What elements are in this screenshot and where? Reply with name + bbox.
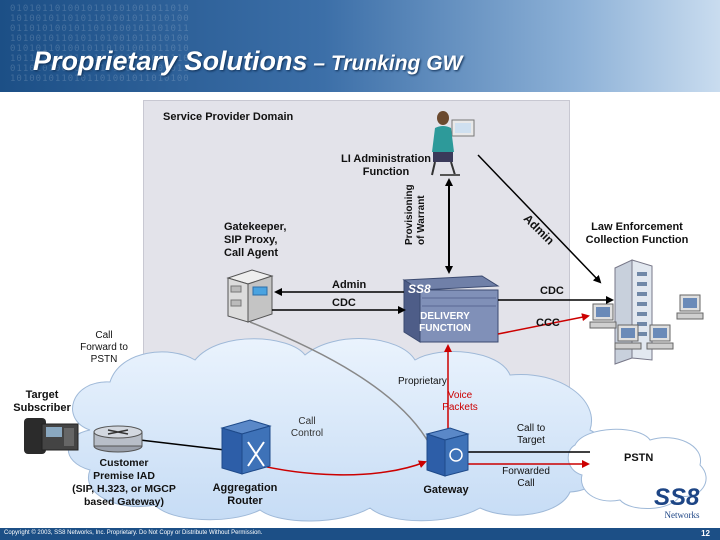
copyright-text: Copyright © 2003, SS8 Networks, Inc. Pro…: [4, 530, 263, 536]
cdc-left-label: CDC: [332, 297, 356, 309]
title-sub: – Trunking GW: [307, 52, 463, 75]
gateway-label: Gateway: [423, 484, 469, 496]
voice-packets-label: Voice Packets: [442, 390, 478, 413]
target-subscriber-label: Target Subscriber: [13, 389, 71, 414]
workstation-icon: [589, 303, 617, 329]
delivery-function-label: DELIVERY FUNCTION: [419, 311, 471, 334]
ss8-networks-logo: SS8 Networks: [654, 484, 700, 521]
customer-iad-label: Customer Premise IAD (SIP, H.323, or MGC…: [72, 457, 176, 508]
provisioning-of-warrant-label: Provisioning of Warrant: [404, 184, 427, 245]
pstn-cloud: [567, 428, 707, 510]
law-enforcement-label: Law Enforcement Collection Function: [585, 221, 689, 246]
service-provider-domain-label: Service Provider Domain: [163, 111, 294, 123]
iad-to-router-line: [139, 439, 226, 451]
customer-iad-icon: [93, 425, 143, 453]
cdc-right-label: CDC: [540, 285, 564, 297]
proprietary-label: Proprietary: [398, 376, 447, 387]
aggregation-router-icon: [220, 419, 272, 475]
admin-diagonal-arrow: [477, 154, 602, 284]
title-banner: 0101011010010110101001011010 10100101101…: [0, 0, 720, 92]
call-to-target-label: Call to Target: [516, 423, 546, 446]
gatekeeper-server-icon: [226, 269, 274, 323]
footer-bar: [0, 528, 720, 540]
ccc-arrow: [497, 313, 590, 335]
workstation-icon: [646, 324, 674, 350]
page-number: 12: [701, 529, 710, 538]
call-control-curve: [249, 321, 431, 446]
gatekeeper-label: Gatekeeper, SIP Proxy, Call Agent: [224, 221, 287, 259]
call-control-label: Call Control: [290, 416, 324, 439]
ip-phone-icon: [24, 418, 79, 454]
aggregation-router-label: Aggregation Router: [212, 482, 278, 507]
pstn-label: PSTN: [624, 452, 654, 464]
operator-person-icon: [431, 111, 475, 176]
ccc-label: CCC: [536, 317, 560, 329]
ss8-small-logo: SS8: [408, 282, 431, 296]
workstation-icon: [614, 324, 642, 350]
admin-horizontal-label: Admin: [332, 279, 367, 291]
gateway-icon: [425, 427, 470, 477]
forwarded-call-label: Forwarded Call: [502, 466, 550, 489]
workstation-icon: [676, 294, 704, 320]
call-forward-label: Call Forward to PSTN: [80, 330, 128, 365]
title-main: Proprietary Solutions: [33, 46, 308, 76]
delivery-function-appliance-icon: [402, 275, 500, 343]
binary-pattern-decoration: 0101011010010110101001011010 10100101101…: [10, 4, 190, 84]
page-title: Proprietary Solutions – Trunking GW: [33, 46, 462, 77]
li-admin-function-label: LI Administration Function: [340, 153, 432, 178]
